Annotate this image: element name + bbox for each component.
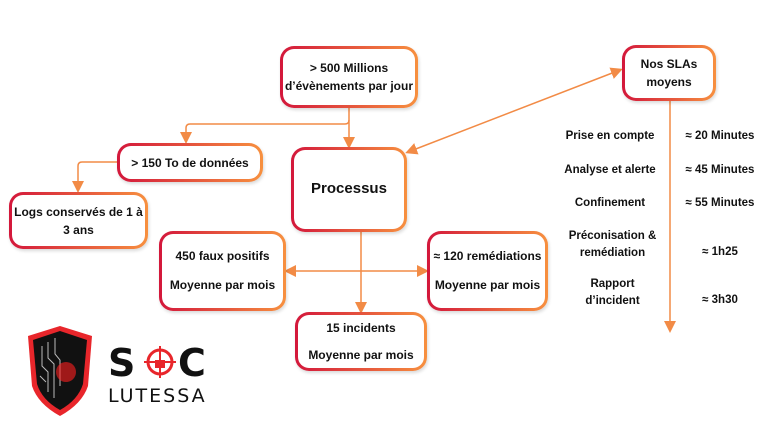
node-text: 3 ans: [63, 222, 94, 237]
sla-value: ≈ 45 Minutes: [685, 164, 755, 176]
node-text: ≈ 120 remédiations: [433, 249, 542, 264]
node-text: d’évènements par jour: [284, 79, 414, 93]
node-text: Logs conservés de 1 à: [14, 204, 143, 219]
node-text: > 500 Millions: [309, 61, 389, 75]
sla-value: ≈ 3h30: [702, 294, 738, 306]
sla-label: Analyse et alerte: [564, 164, 656, 176]
soc-lutessa-logo: S C LUTESSA: [22, 326, 222, 423]
node-text: 450 faux positifs: [175, 249, 270, 264]
sla-value: ≈ 1h25: [702, 246, 738, 258]
node-slas: Nos SLAs moyens: [622, 45, 716, 101]
node-text: 15 incidents: [326, 321, 396, 336]
arrow-events-to-storage: [180, 119, 350, 144]
sla-label: Rapport d’incident: [585, 278, 640, 307]
node-remediations: ≈ 120 remédiations Moyenne par mois: [427, 231, 548, 311]
shield-icon: S C LUTESSA: [28, 326, 207, 416]
node-text: Moyenne par mois: [434, 278, 541, 292]
sla-label: Prise en compte: [565, 130, 655, 142]
sla-value: ≈ 20 Minutes: [685, 130, 755, 142]
node-storage: > 150 To de données: [117, 143, 263, 182]
node-events: > 500 Millions d’évènements par jour: [280, 46, 418, 108]
node-text: Moyenne par mois: [169, 278, 276, 292]
svg-text:C: C: [178, 341, 206, 385]
node-text: Nos SLAs: [640, 57, 698, 71]
node-text: > 150 To de données: [131, 155, 249, 170]
arrow-storage-to-logs: [72, 161, 150, 193]
node-process: Processus: [291, 147, 407, 232]
node-text: Processus: [311, 180, 387, 198]
node-incidents: 15 incidents Moyenne par mois: [295, 312, 427, 371]
sla-value: ≈ 55 Minutes: [685, 197, 755, 209]
logo-title: S: [108, 341, 135, 385]
node-text: moyens: [646, 75, 692, 89]
logo-subtitle: LUTESSA: [108, 385, 207, 407]
sla-label: Confinement: [574, 197, 646, 209]
sla-label: Préconisation & remédiation: [568, 230, 657, 259]
node-false-positives: 450 faux positifs Moyenne par mois: [159, 231, 286, 311]
node-logs: Logs conservés de 1 à 3 ans: [9, 192, 148, 249]
arrow-process-slas: [405, 67, 623, 155]
node-text: Moyenne par mois: [308, 347, 414, 362]
